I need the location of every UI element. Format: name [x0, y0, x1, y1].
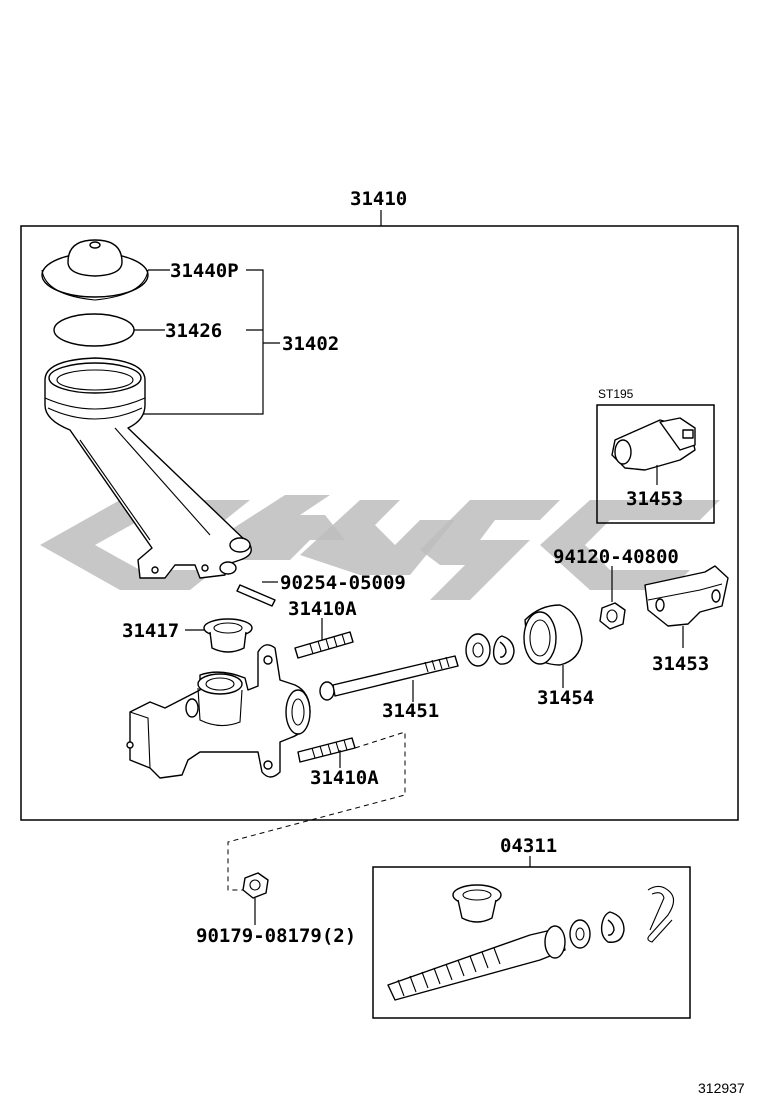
clevis: [644, 565, 729, 627]
stud-top: [294, 631, 354, 659]
part-label-94120: 94120-40800: [553, 546, 679, 568]
stud-bottom: [297, 737, 356, 763]
kit-number-label: 04311: [500, 835, 557, 857]
part-label-31402: 31402: [282, 333, 339, 355]
inset-frame: [596, 404, 715, 524]
kit-frame: [372, 866, 691, 1019]
part-label-31410A-top: 31410A: [288, 598, 357, 620]
grommet: [203, 618, 253, 653]
part-label-31426: 31426: [165, 320, 222, 342]
flange-nut: [242, 872, 269, 899]
kit-piston-spring: [387, 919, 591, 1001]
part-label-31417: 31417: [122, 620, 179, 642]
nut: [599, 602, 626, 630]
part-label-31453: 31453: [652, 653, 709, 675]
pin: [236, 584, 276, 607]
push-rod: [319, 655, 459, 701]
reservoir-seal: [53, 313, 135, 347]
assembly-number-label: 31410: [350, 188, 407, 210]
kit-grommet: [452, 884, 502, 923]
boot: [523, 604, 583, 666]
reservoir-cap: [41, 239, 149, 301]
part-label-90179: 90179-08179(2): [196, 925, 356, 947]
part-label-31451: 31451: [382, 700, 439, 722]
master-cylinder-body: [126, 644, 311, 779]
snap-ring: [492, 635, 515, 665]
kit-cotter-pin: [647, 885, 675, 943]
part-label-90254: 90254-05009: [280, 572, 406, 594]
part-label-31453-inset: 31453: [626, 488, 683, 510]
reference-id: 312937: [698, 1080, 745, 1096]
part-label-31454: 31454: [537, 687, 594, 709]
kit-snap-ring: [600, 911, 625, 943]
inset-label: ST195: [598, 387, 634, 401]
part-label-31410A-bottom: 31410A: [310, 767, 379, 789]
washer: [465, 633, 491, 667]
part-label-31440P: 31440P: [170, 260, 239, 282]
switch-sensor: [611, 417, 696, 471]
reservoir-body: [44, 357, 252, 579]
